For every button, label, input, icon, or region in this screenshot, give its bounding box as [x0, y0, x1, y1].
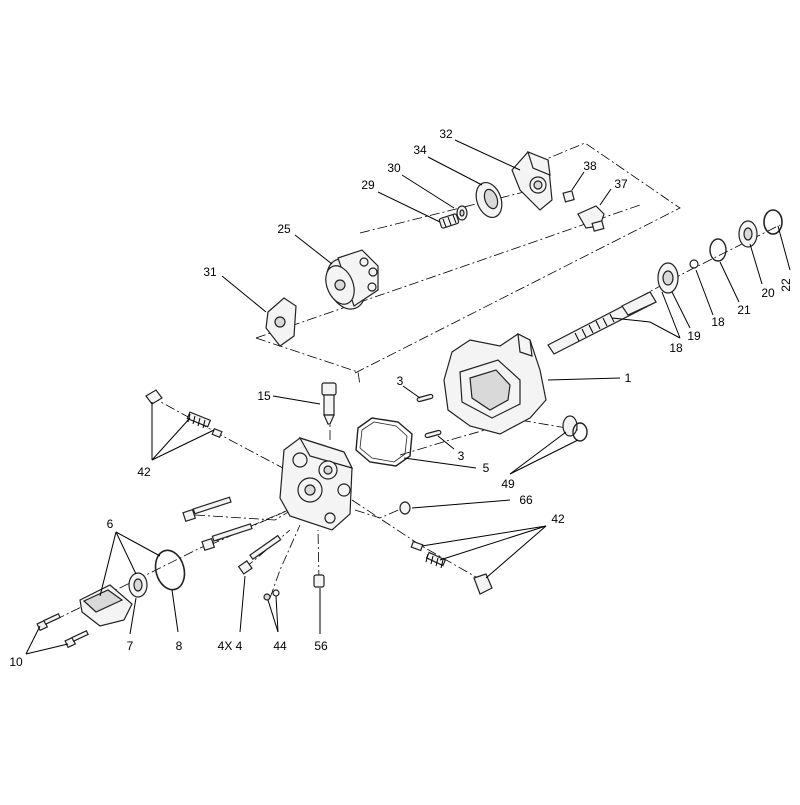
part-plug-66: [399, 501, 411, 515]
callout-3-upper: 3: [397, 374, 404, 388]
callout-6: 6: [107, 517, 114, 531]
callout-7: 7: [127, 639, 134, 653]
part-gasket-5: [355, 417, 413, 467]
part-fitting-15: [321, 382, 337, 425]
part-bolt-lower: [237, 534, 282, 575]
leader-lines: [25, 139, 791, 655]
part-bearing-19: [657, 262, 679, 294]
part-gerotor-7: [128, 572, 148, 598]
callout-42-lower: 42: [551, 512, 565, 526]
callout-labels: 32 34 30 29 38 37 25 31 22 20 21 18 19 1…: [9, 127, 793, 669]
part-spring-29: [438, 213, 460, 229]
part-screw-10-upper: [36, 613, 61, 632]
seal49-centerline: [399, 419, 579, 456]
charge-relief-centerline: [149, 395, 316, 486]
part-o-ring-8: [154, 549, 186, 591]
callout-15: 15: [257, 389, 271, 403]
part-valve-plate-31: [265, 297, 297, 347]
part-dowel-pin-upper: [416, 393, 434, 403]
part-drive-shaft: [547, 291, 657, 355]
callout-3-lower: 3: [458, 449, 465, 463]
callout-18-shaft: 18: [669, 341, 683, 355]
callout-20: 20: [761, 286, 775, 300]
part-dowel-pin-lower: [424, 429, 442, 439]
callout-25: 25: [277, 222, 291, 236]
part-washer-21: [709, 238, 727, 262]
part-housing-1: [443, 332, 547, 435]
swashplate-centerline: [359, 187, 541, 234]
callout-66: 66: [519, 493, 533, 507]
plug66-centerline: [354, 504, 411, 519]
callout-18-ring: 18: [711, 315, 725, 329]
part-shaft-seal-20: [738, 220, 758, 248]
callout-5: 5: [483, 461, 490, 475]
part-seal-49: [562, 415, 588, 442]
part-ring-18: [689, 259, 699, 269]
callout-30: 30: [387, 161, 401, 175]
part-plug-44: [263, 589, 280, 601]
callout-10: 10: [9, 655, 23, 669]
callout-1: 1: [625, 371, 632, 385]
callout-56: 56: [314, 639, 328, 653]
part-trunnion-housing: [511, 150, 553, 211]
callout-38: 38: [583, 159, 597, 173]
part-bolt-upper: [182, 496, 232, 523]
pump-left-phantom: [255, 337, 361, 386]
part-bearing-34: [475, 181, 503, 219]
part-retaining-ring-22: [763, 209, 783, 235]
bolt-lower-centerline: [244, 529, 291, 569]
callout-49: 49: [501, 477, 515, 491]
part-key-38: [562, 190, 575, 203]
pump-top-centerline: [255, 204, 641, 339]
part-bolt-middle: [201, 523, 253, 552]
callout-29: 29: [361, 178, 375, 192]
part-relief-valve-upper: [145, 389, 223, 439]
callout-19: 19: [687, 329, 701, 343]
callout-42-upper: 42: [137, 465, 151, 479]
callout-37: 37: [614, 177, 628, 191]
part-plug-56: [313, 574, 325, 588]
callout-44: 44: [273, 639, 287, 653]
plug44-centerline: [269, 524, 301, 599]
callout-21: 21: [737, 303, 751, 317]
part-relief-valve-lower: [410, 540, 493, 595]
callout-32: 32: [439, 127, 453, 141]
part-rotating-group-25: [325, 249, 379, 310]
part-charge-pump-cover-6: [79, 584, 133, 627]
callout-8: 8: [176, 639, 183, 653]
part-screw-10-lower: [64, 630, 89, 649]
part-trunnion-shaft-37: [577, 205, 605, 232]
callout-31: 31: [203, 265, 217, 279]
callout-22: 22: [779, 278, 793, 292]
pump-right-phantom: [354, 142, 681, 374]
part-washer-30: [456, 205, 468, 221]
plug56-centerline: [317, 529, 320, 581]
relief-right-centerline: [351, 499, 491, 586]
part-center-section: [279, 436, 354, 531]
callout-4x4: 4X 4: [218, 639, 243, 653]
callout-34: 34: [413, 143, 427, 157]
